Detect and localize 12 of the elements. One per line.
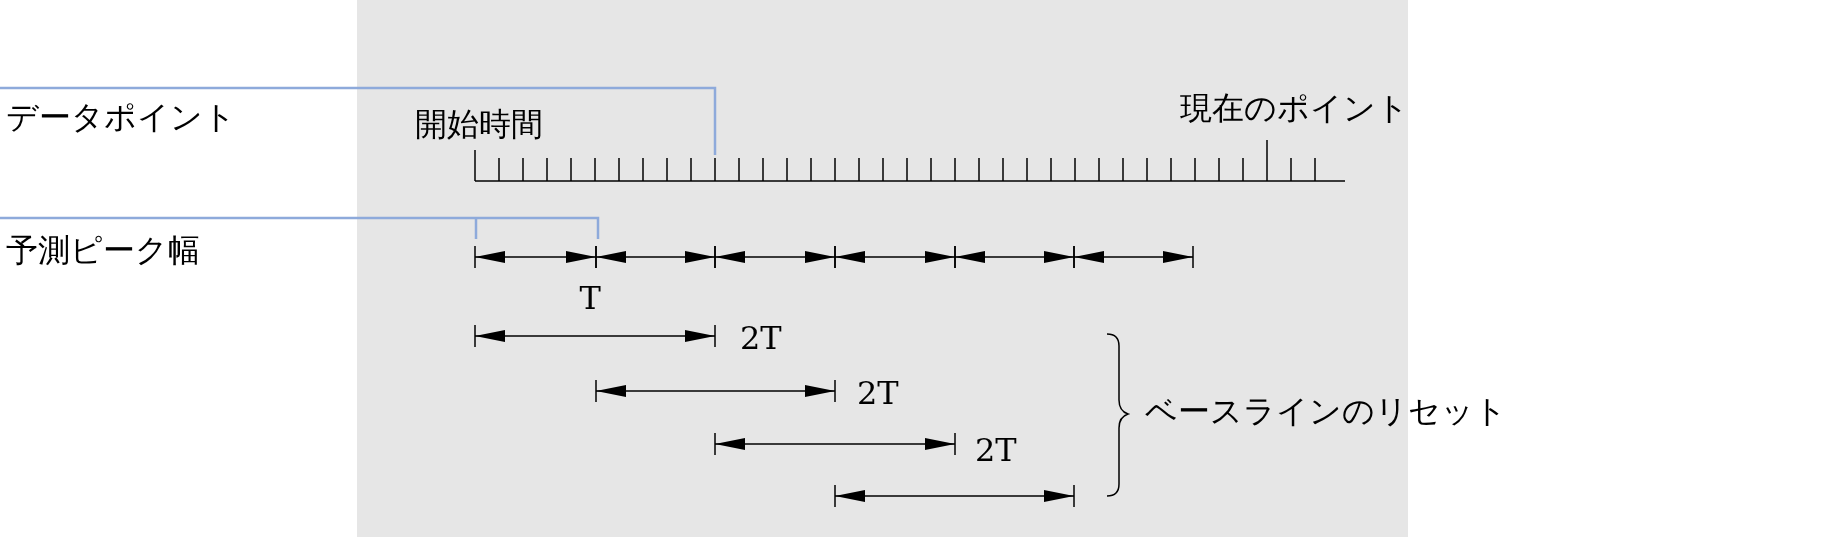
axis-label: 開始時間 <box>415 105 543 143</box>
dimension-label: 2T <box>740 319 782 357</box>
dimension-label: 2T <box>857 374 899 412</box>
leader-line <box>0 216 600 241</box>
callout-label: 予測ピーク幅 <box>6 231 200 269</box>
axis-label: 現在のポイント <box>1180 89 1409 127</box>
dimension-label: T <box>579 279 601 317</box>
brace-label: ベースラインのリセット <box>1145 392 1507 430</box>
dimension-label: 2T <box>975 431 1017 469</box>
leader-line <box>0 86 717 155</box>
callout-label: データポイント <box>6 98 236 136</box>
tick-mark <box>714 157 716 182</box>
